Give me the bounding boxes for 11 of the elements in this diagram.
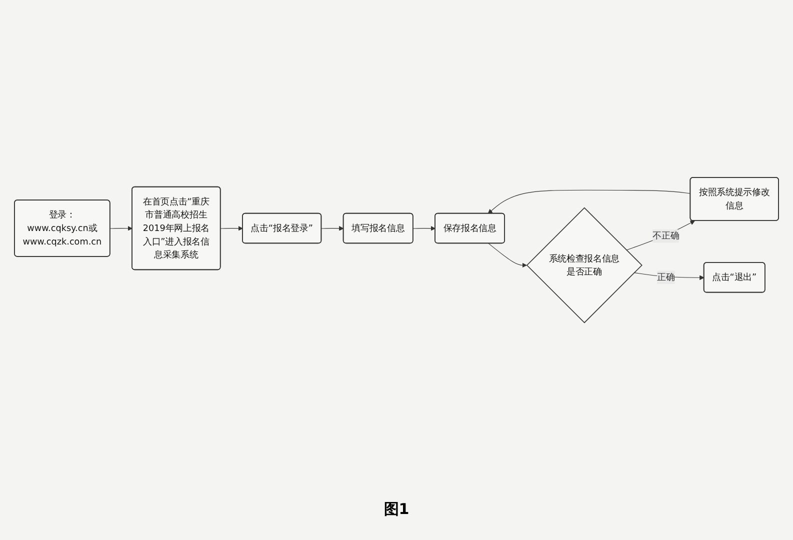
edge-label: 不正确 (652, 230, 680, 241)
arrow (626, 220, 695, 250)
edge-label: 正确 (657, 272, 675, 282)
arrow (488, 190, 691, 214)
arrow (110, 226, 132, 231)
figure-caption: 图1 (384, 500, 410, 519)
arrow (488, 243, 527, 268)
arrow (412, 226, 436, 231)
node-diamond: 系统检查报名信息是否正确 (526, 207, 642, 324)
arrow (220, 226, 243, 231)
arrow (321, 226, 344, 231)
